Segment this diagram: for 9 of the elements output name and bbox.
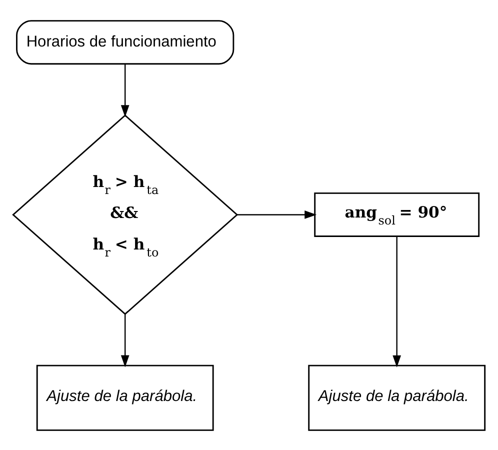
arrow	[392, 236, 402, 367]
node-box: ang$_{sol}$ = 90°	[314, 192, 480, 236]
node-box: Ajuste de la parábola.	[308, 364, 486, 430]
arrow	[120, 314, 130, 367]
arrow	[237, 210, 317, 218]
arrow	[120, 64, 130, 117]
node-box: Ajuste de la parábola.	[36, 364, 214, 430]
node-diamond: h$_{r}$ > h$_{ta}$ && h$_{r}$ < h$_{to}$	[12, 114, 238, 315]
node-box: Horarios de funcionamiento	[16, 20, 234, 64]
